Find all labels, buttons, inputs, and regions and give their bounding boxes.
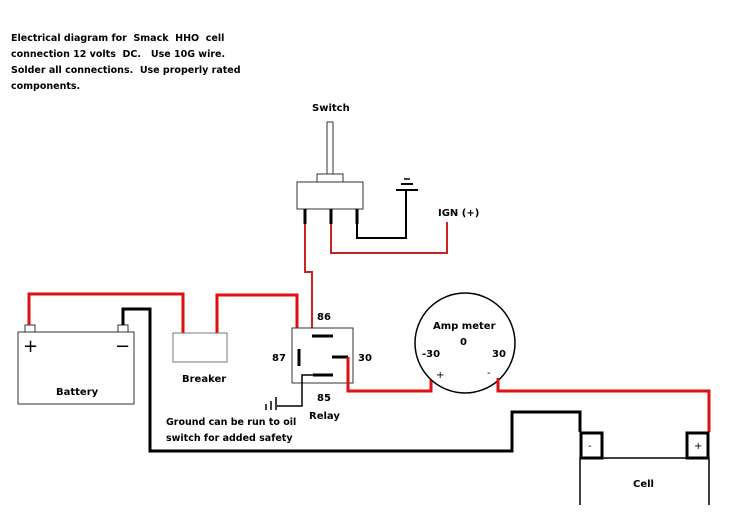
amp-meter-zero: 0 xyxy=(460,337,467,348)
battery-positive-sign: + xyxy=(23,336,38,357)
amp-meter-minus: - xyxy=(487,368,491,379)
breaker-body xyxy=(172,332,228,363)
battery-negative-sign: − xyxy=(115,336,130,357)
ground-note: Ground can be run to oil switch for adde… xyxy=(166,417,296,444)
title-note: Electrical diagram for Smack HHO cell co… xyxy=(11,33,241,92)
relay: 86 87 30 85 Relay xyxy=(272,312,372,422)
switch-ground-wire xyxy=(356,190,407,239)
relay-85-ground-wire xyxy=(277,374,313,407)
cell-body xyxy=(579,457,710,505)
hho-cell: - + Cell xyxy=(579,431,710,505)
switch-body xyxy=(296,181,364,210)
breaker-to-relay-87-wire xyxy=(215,293,299,350)
title-line-1: Electrical diagram for Smack HHO cell xyxy=(11,33,224,44)
amp-meter: Amp meter 0 -30 30 + - xyxy=(414,292,516,394)
amp-meter-max: 30 xyxy=(492,349,506,360)
cell-negative-terminal xyxy=(579,431,604,460)
ground-note-line-1: Ground can be run to oil xyxy=(166,417,296,428)
amp-meter-plus: + xyxy=(436,370,444,381)
ground-symbol-relay xyxy=(265,374,313,410)
cell-negative-sign: - xyxy=(588,441,592,452)
battery: + − Battery xyxy=(17,324,135,405)
battery-positive-terminal xyxy=(24,324,36,333)
ground-note-line-2: switch for added safety xyxy=(166,433,293,444)
relay-30-to-ammeter-wire xyxy=(346,357,433,393)
switch-to-relay-86-wire xyxy=(304,224,313,336)
switch-collar xyxy=(316,173,344,183)
amp-meter-label: Amp meter xyxy=(433,321,496,332)
title-line-2: connection 12 volts DC. Use 10G wire. xyxy=(11,49,225,60)
breaker-label: Breaker xyxy=(182,374,226,385)
switch-lever xyxy=(326,121,334,176)
cell-positive-sign: + xyxy=(694,441,702,452)
relay-pin-30-label: 30 xyxy=(358,353,372,364)
amp-meter-dial xyxy=(414,292,516,394)
ground-symbol-switch xyxy=(356,178,418,239)
toggle-switch: Switch xyxy=(296,103,364,224)
cell-positive-terminal xyxy=(685,431,710,460)
amp-meter-min: -30 xyxy=(422,349,440,360)
battery-to-breaker-wire xyxy=(27,292,185,333)
ammeter-to-cell-positive-wire xyxy=(496,378,711,432)
relay-pin-87-label: 87 xyxy=(272,353,286,364)
breaker: Breaker xyxy=(172,332,228,385)
ign-wire xyxy=(330,222,448,254)
battery-negative-to-cell-wire xyxy=(121,307,582,453)
relay-pin-85-label: 85 xyxy=(317,393,331,404)
title-line-3: Solder all connections. Use properly rat… xyxy=(11,65,241,76)
switch-label: Switch xyxy=(312,103,350,114)
relay-pin-86-label: 86 xyxy=(317,312,331,323)
title-line-4: components. xyxy=(11,81,80,92)
relay-label: Relay xyxy=(309,411,340,422)
cell-label: Cell xyxy=(633,479,654,490)
battery-label: Battery xyxy=(56,387,99,398)
battery-body xyxy=(17,331,135,405)
battery-negative-terminal xyxy=(117,324,129,333)
ign-label: IGN (+) xyxy=(438,208,479,219)
